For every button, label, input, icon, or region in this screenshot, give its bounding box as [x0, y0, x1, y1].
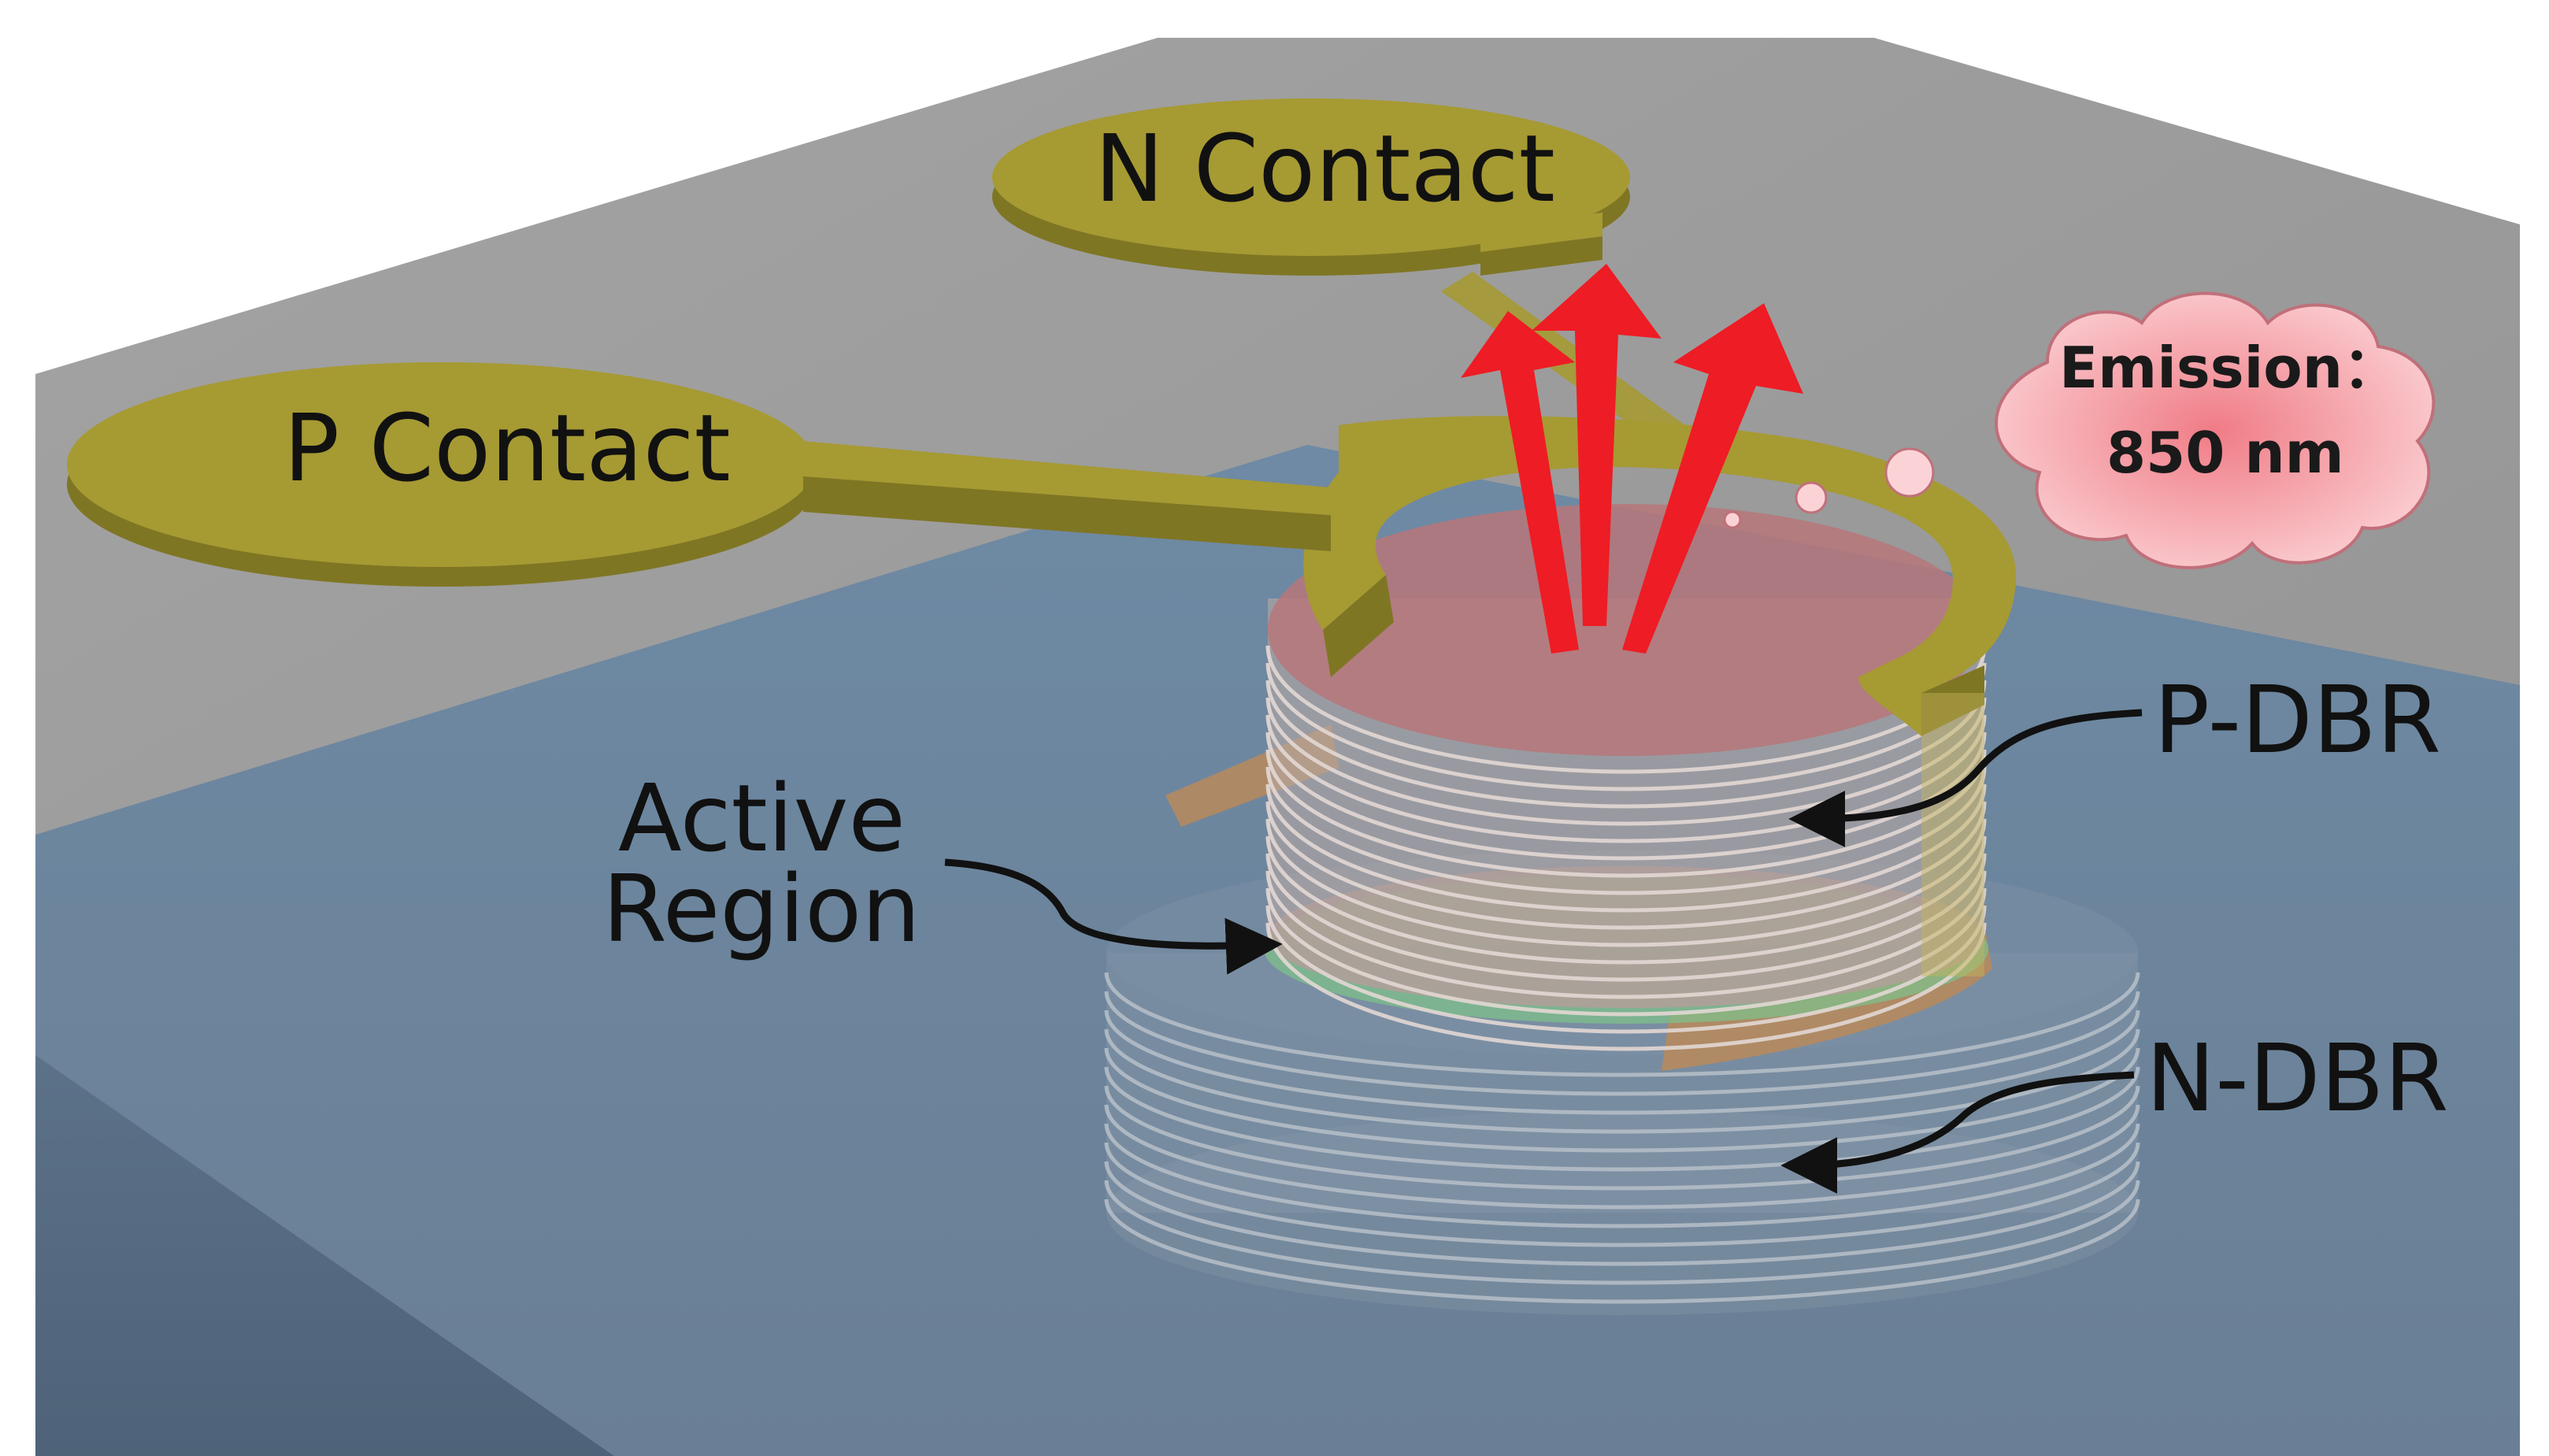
- arrow-icon: [1780, 1071, 2135, 1194]
- p-ring-contact: [1303, 416, 2016, 976]
- n-contact-label: N Contact: [1095, 114, 1555, 223]
- dbr-layer-stripe: [1265, 801, 1987, 930]
- dbr-layer-stripe: [1104, 1142, 2140, 1247]
- dbr-layer-stripe: [1265, 766, 1987, 895]
- arrow-up-icon: [1622, 303, 1803, 654]
- active-region-label-line1: Active: [618, 764, 906, 872]
- emission-label-line2: 850 nm: [2106, 420, 2344, 486]
- dbr-layer-stripe: [1265, 818, 1987, 947]
- dbr-layer-stripe: [1104, 1047, 2140, 1153]
- n-dbr-label: N-DBR: [2146, 1024, 2449, 1132]
- dbr-layer-stripe: [1265, 905, 1987, 1034]
- dbr-layer-stripe: [1104, 972, 2140, 1077]
- bubble-dot-large: [1884, 447, 1935, 498]
- bubble-dot-medium: [1795, 481, 1828, 514]
- p-contact-pad: P Contact: [67, 362, 1339, 587]
- arrow-up-icon: [1461, 311, 1579, 654]
- p-contact-label: P Contact: [283, 394, 731, 502]
- emission-label-line1: Emission：: [2059, 335, 2399, 401]
- dbr-layer-stripe: [1265, 922, 1987, 1051]
- p-dbr-label: P-DBR: [2154, 665, 2441, 774]
- arrow-icon: [944, 858, 1283, 975]
- dbr-layer-stripe: [1265, 697, 1987, 826]
- arrow-icon: [1788, 709, 2143, 847]
- emission-arrows: [1461, 264, 1803, 654]
- dbr-layer-stripe: [1104, 1066, 2140, 1172]
- substrate-side-face: [35, 1055, 614, 1456]
- dbr-layer-stripe: [1104, 1161, 2140, 1266]
- dbr-layer-stripe: [1265, 680, 1987, 809]
- n-contact-pad: N Contact: [992, 98, 1685, 441]
- dbr-layer-stripe: [1104, 1104, 2140, 1210]
- bubble-dot-small: [1723, 510, 1742, 529]
- dbr-layer-stripe: [1265, 749, 1987, 878]
- n-dbr-callout: N-DBR: [1780, 1024, 2449, 1194]
- active-region-label-line2: Region: [602, 854, 921, 963]
- p-dbr-stack: [1264, 504, 1988, 1051]
- dbr-layer-stripe: [1265, 714, 1987, 843]
- p-dbr-callout: P-DBR: [1788, 665, 2441, 847]
- dbr-layer-stripe: [1104, 991, 2140, 1096]
- dbr-layer-stripe: [1265, 784, 1987, 913]
- dbr-layer-stripe: [1265, 887, 1987, 1017]
- dbr-layer-stripe: [1104, 1180, 2140, 1285]
- dbr-layer-stripe: [1265, 732, 1987, 861]
- aperture-top: [1268, 504, 1984, 756]
- active-region-callout: Active Region: [602, 764, 1283, 975]
- dbr-layer-stripe: [1104, 1085, 2140, 1191]
- dbr-layer-stripe: [1265, 870, 1987, 999]
- dbr-layer-stripe: [1265, 835, 1987, 965]
- arrow-up-icon: [1532, 264, 1662, 626]
- dbr-layer-stripe: [1104, 1199, 2140, 1304]
- dbr-layer-stripe: [1104, 1010, 2140, 1115]
- emission-bubble: Emission： 850 nm: [1723, 291, 2436, 569]
- cloud-icon: [1995, 291, 2436, 569]
- dbr-layer-stripe: [1265, 853, 1987, 982]
- dbr-layer-stripe: [1104, 1123, 2140, 1228]
